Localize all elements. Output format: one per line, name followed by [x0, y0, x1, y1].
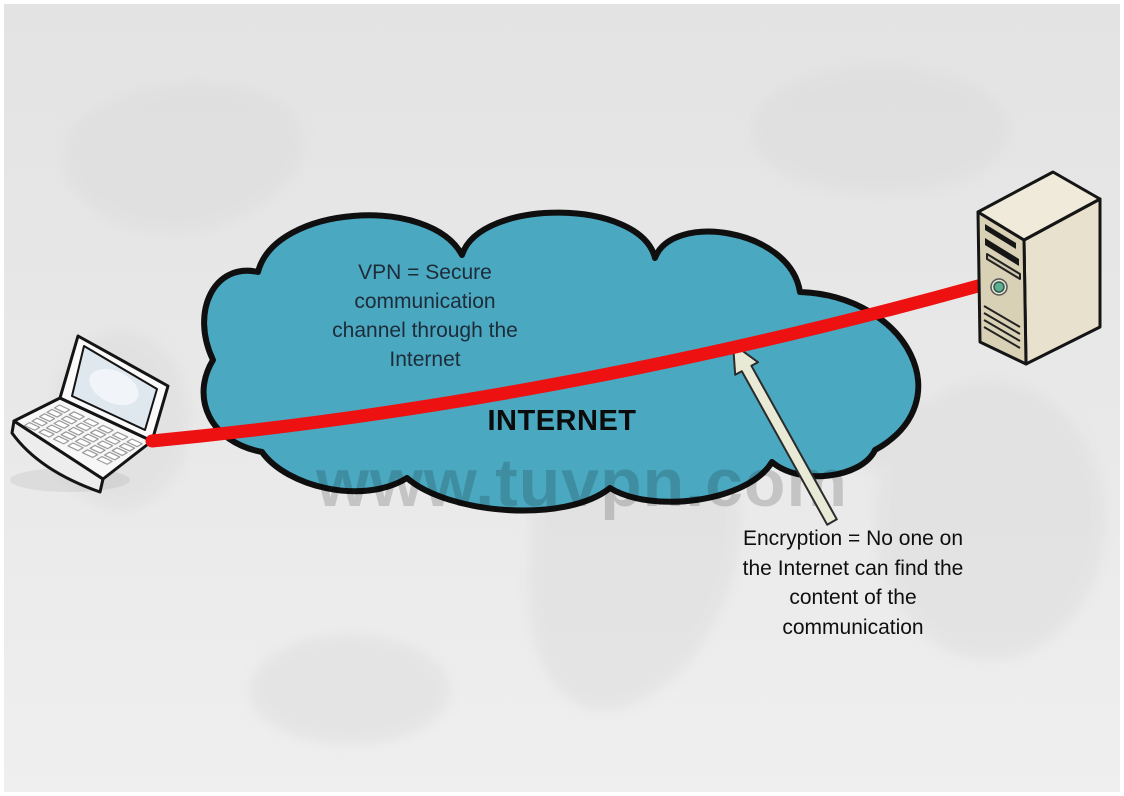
laptop-key	[60, 415, 78, 425]
laptop-key	[126, 438, 143, 448]
laptop-key	[89, 429, 107, 439]
power-led	[993, 281, 1005, 293]
laptop-key	[45, 424, 63, 434]
laptop-key	[23, 422, 41, 431]
laptop-key	[81, 449, 99, 459]
server-icon	[976, 170, 1102, 366]
laptop-key	[118, 442, 136, 452]
laptop-key	[53, 404, 71, 414]
server-top-face	[976, 170, 1102, 242]
map-blob	[250, 635, 450, 745]
map-blob	[64, 82, 305, 235]
laptop-key	[96, 456, 113, 465]
map-blob	[750, 65, 1010, 195]
vpn-tunnel-line	[145, 279, 985, 448]
laptop-key	[111, 431, 129, 441]
laptop-key	[31, 417, 48, 427]
laptop-key	[38, 428, 55, 438]
laptop-key	[67, 426, 85, 436]
laptop-key	[97, 424, 114, 434]
server-drive-bezel	[986, 253, 1021, 280]
server-drive-slot	[985, 224, 1016, 249]
laptop-base-front	[10, 419, 105, 494]
laptop-key	[38, 413, 56, 423]
watermark-text: www.tuvpn.com	[315, 445, 848, 521]
internet-cloud	[200, 209, 922, 514]
laptop-key	[68, 411, 85, 421]
encryption-note-label: Encryption = No one on the Internet can …	[742, 527, 964, 639]
laptop-key	[52, 435, 70, 445]
laptop-key	[103, 451, 121, 461]
laptop-key	[75, 422, 92, 432]
laptop-key	[104, 436, 121, 445]
internet-label: INTERNET	[487, 405, 637, 437]
laptop-screen-glow	[89, 368, 139, 406]
laptop-key	[111, 447, 128, 457]
encryption-arrow-icon	[732, 343, 838, 526]
server-vents	[983, 305, 1021, 349]
laptop-key	[67, 442, 84, 452]
laptop-icon	[10, 334, 170, 494]
laptop-key	[46, 408, 63, 418]
laptop-key	[82, 433, 99, 443]
laptop-keyboard	[23, 404, 143, 465]
laptop-key	[60, 431, 77, 441]
vpn-note-label: VPN = Secure communication channel throu…	[332, 261, 518, 371]
laptop-key	[53, 420, 70, 429]
server-drive-slot	[985, 238, 1019, 266]
laptop-key	[74, 438, 92, 447]
laptop-key	[82, 418, 100, 427]
laptop-key	[96, 440, 114, 450]
laptop-key	[89, 444, 106, 454]
